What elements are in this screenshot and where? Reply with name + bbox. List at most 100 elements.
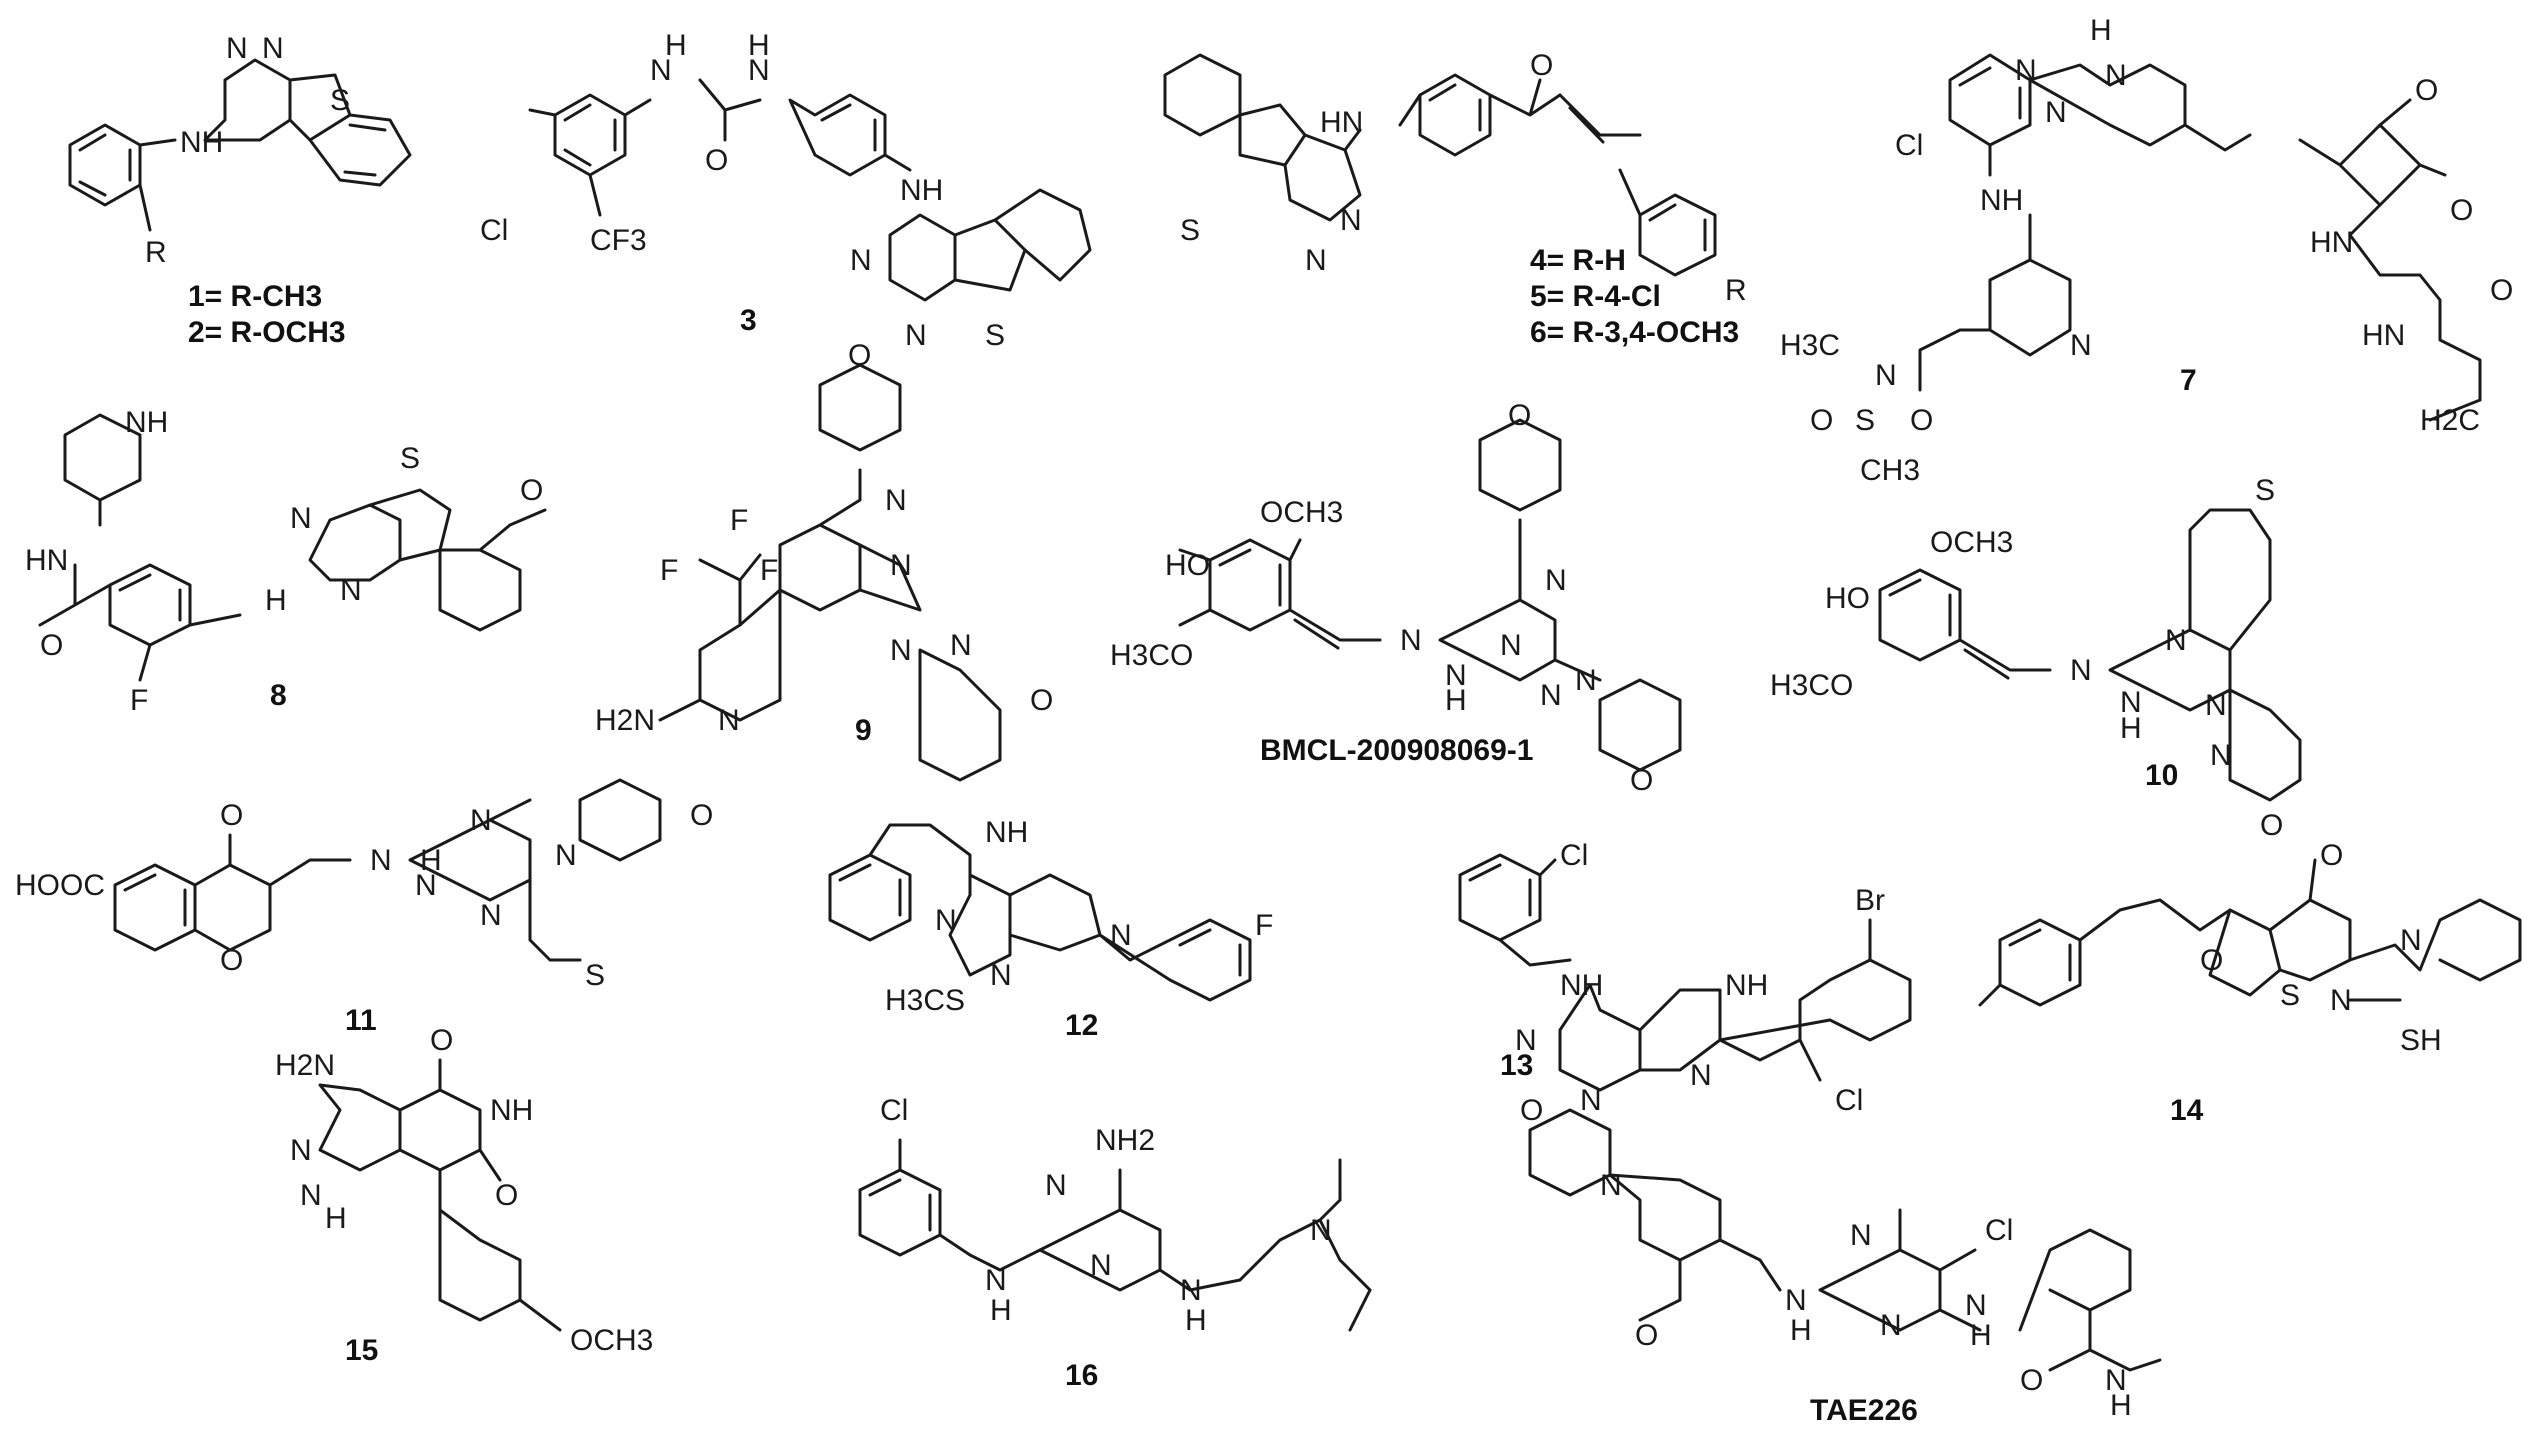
bond-lines xyxy=(203,58,292,142)
atom-label: H2N xyxy=(275,1049,335,1082)
bond-lines xyxy=(2348,898,2522,982)
bond-lines xyxy=(888,213,957,302)
atom-label: N xyxy=(950,629,972,662)
compound-tae226: O N N N Cl N H N H O O N H TAE226 xyxy=(1520,1094,2162,1427)
bond-lines xyxy=(858,1168,942,1257)
bond-lines xyxy=(1638,1258,1682,1322)
bond-lines xyxy=(838,863,902,917)
atom-label: N xyxy=(2105,1364,2127,1397)
bond-lines xyxy=(138,613,242,682)
bond-lines xyxy=(883,153,912,172)
atom-label: S xyxy=(2280,979,2300,1012)
atom-label: H xyxy=(265,584,287,617)
atom-label: O xyxy=(1635,1319,1658,1352)
compound-caption: 4= R-H xyxy=(1530,244,1626,277)
bond-lines xyxy=(78,133,132,197)
bond-lines xyxy=(1618,168,1642,217)
compound-13: Cl NH N N NH N Br Cl 13 xyxy=(1458,839,1912,1117)
atom-label: N xyxy=(2400,924,2422,957)
bond-lines xyxy=(1478,418,1562,512)
atom-label: N xyxy=(2070,329,2092,362)
atom-label: H xyxy=(420,844,442,877)
bond-lines xyxy=(308,503,402,582)
bond-lines xyxy=(1418,73,1492,157)
compound-caption: 1= R-CH3 xyxy=(188,280,322,313)
compound-1-2: N N S NH R 1= R-CH3 2= R-OCH3 xyxy=(68,32,412,349)
atom-label: O xyxy=(2020,1364,2043,1397)
compound-caption: 6= R-3,4-OCH3 xyxy=(1530,316,1739,349)
atom-label: N xyxy=(718,704,740,737)
atom-label: O xyxy=(520,474,543,507)
bond-lines xyxy=(1558,983,1642,1092)
atom-label: F xyxy=(760,554,778,587)
bond-lines xyxy=(1798,918,1872,1082)
atom-label: CF3 xyxy=(590,224,647,257)
atom-label: NH xyxy=(985,816,1028,849)
atom-label: S xyxy=(400,442,420,475)
atom-label: N xyxy=(1305,244,1327,277)
atom-label: N xyxy=(262,32,284,65)
bond-lines xyxy=(2378,98,2447,177)
bond-lines xyxy=(2048,1308,2162,1372)
compound-16: Cl NH2 N N N H N H N 16 xyxy=(858,1094,1372,1392)
bond-lines xyxy=(2188,508,2272,652)
compound-11: HOOC O O N N H N N N O S 11 xyxy=(15,778,713,1037)
compound-caption: 8 xyxy=(270,679,287,712)
bond-lines xyxy=(1038,1208,1162,1292)
atom-label: N xyxy=(480,899,502,932)
atom-label: N xyxy=(2070,654,2092,687)
atom-label: Cl xyxy=(880,1094,908,1127)
bond-lines xyxy=(518,1298,562,1332)
atom-label: H xyxy=(748,29,770,62)
atom-label: H xyxy=(325,1202,347,1235)
bond-lines xyxy=(478,508,547,552)
atom-label: N xyxy=(1515,1024,1537,1057)
bond-lines xyxy=(38,498,112,627)
atom-label: NH xyxy=(180,126,223,159)
compound-caption: TAE226 xyxy=(1810,1394,1918,1427)
bond-lines xyxy=(1988,143,2032,262)
bond-lines xyxy=(1638,988,1722,1072)
bond-lines xyxy=(918,648,1002,782)
bond-lines xyxy=(563,103,617,167)
compound-caption: 15 xyxy=(345,1334,378,1367)
atom-label: H3CO xyxy=(1770,669,1853,702)
atom-label: N xyxy=(1580,1084,1602,1117)
bond-lines xyxy=(1008,873,1102,952)
compound-caption: 16 xyxy=(1065,1359,1098,1392)
bond-lines xyxy=(1438,598,1557,682)
bond-lines xyxy=(1488,78,1562,117)
atom-label: N xyxy=(2015,54,2037,87)
atom-label: HO xyxy=(1165,549,1210,582)
compound-7: H N N Cl NH N O O HN H3C N S O O CH3 N H… xyxy=(1780,14,2513,487)
atom-label: N xyxy=(1445,659,1467,692)
atom-label: O xyxy=(1530,49,1553,82)
bond-lines xyxy=(528,98,652,217)
atom-label: N xyxy=(1965,1289,1987,1322)
bond-lines xyxy=(1998,918,2082,1007)
compound-3: Cl CF3 N N H H O NH N N S 3 xyxy=(480,29,1092,352)
atom-label: OCH3 xyxy=(1930,526,2013,559)
atom-label: N xyxy=(300,1179,322,1212)
bond-lines xyxy=(1598,678,1682,772)
bond-lines xyxy=(993,188,1092,282)
compound-8: NH HN O F N N H S O 8 xyxy=(25,406,547,717)
bond-lines xyxy=(578,778,662,862)
atom-label: N xyxy=(650,54,672,87)
compound-10: OCH3 HO H3CO N N H N N S N O 10 xyxy=(1770,474,2302,842)
atom-label: S xyxy=(1855,404,1875,437)
compound-14: O O N S N SH 14 xyxy=(1978,839,2522,1127)
bond-lines xyxy=(868,1178,932,1232)
atom-label: H xyxy=(2090,14,2112,47)
atom-label: N xyxy=(2120,686,2142,719)
bond-lines xyxy=(1608,1173,1722,1262)
bond-lines xyxy=(2108,628,2232,712)
atom-label: O xyxy=(848,339,871,372)
compound-9: F F F O N N N N H2N N O 9 xyxy=(595,339,1053,782)
atom-label: N xyxy=(290,502,312,535)
bond-lines xyxy=(438,1208,522,1322)
bond-lines xyxy=(1338,1158,1372,1332)
atom-label: O xyxy=(1030,684,1053,717)
atom-label: H xyxy=(665,29,687,62)
bond-lines xyxy=(343,123,387,177)
